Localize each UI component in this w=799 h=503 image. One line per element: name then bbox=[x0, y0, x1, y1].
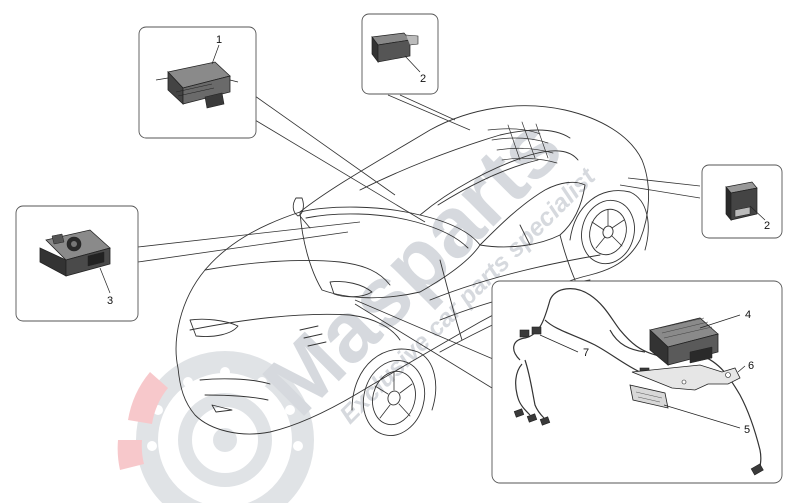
leader-lines bbox=[137, 94, 701, 389]
callout-box-2a[interactable]: 2 bbox=[361, 13, 439, 95]
callout-box-3[interactable]: 3 bbox=[15, 205, 139, 322]
bracket-6-image bbox=[631, 364, 741, 391]
callout-label-4: 4 bbox=[745, 309, 751, 321]
callout-label-2b: 2 bbox=[764, 220, 770, 232]
callout-label-5: 5 bbox=[744, 424, 750, 436]
bracket-5-image bbox=[629, 384, 669, 409]
callout-label-2a: 2 bbox=[420, 73, 426, 85]
callout-box-assembly[interactable]: 4 6 5 7 bbox=[491, 280, 783, 484]
callout-box-2b[interactable]: 2 bbox=[701, 164, 783, 239]
control-unit-3-image bbox=[39, 229, 111, 277]
control-unit-1-image bbox=[155, 61, 239, 109]
callout-box-1[interactable]: 1 bbox=[138, 26, 257, 139]
control-unit-2a-image bbox=[371, 32, 419, 64]
callout-label-1: 1 bbox=[216, 34, 222, 46]
car-outline bbox=[175, 105, 649, 436]
callout-label-6: 6 bbox=[748, 360, 754, 372]
connectors bbox=[513, 326, 764, 476]
callout-label-3: 3 bbox=[107, 295, 113, 307]
brake-disc-logo bbox=[117, 351, 314, 503]
control-unit-2b-image bbox=[725, 181, 758, 221]
callout-label-7: 7 bbox=[583, 347, 589, 359]
control-unit-4-image bbox=[649, 317, 719, 366]
